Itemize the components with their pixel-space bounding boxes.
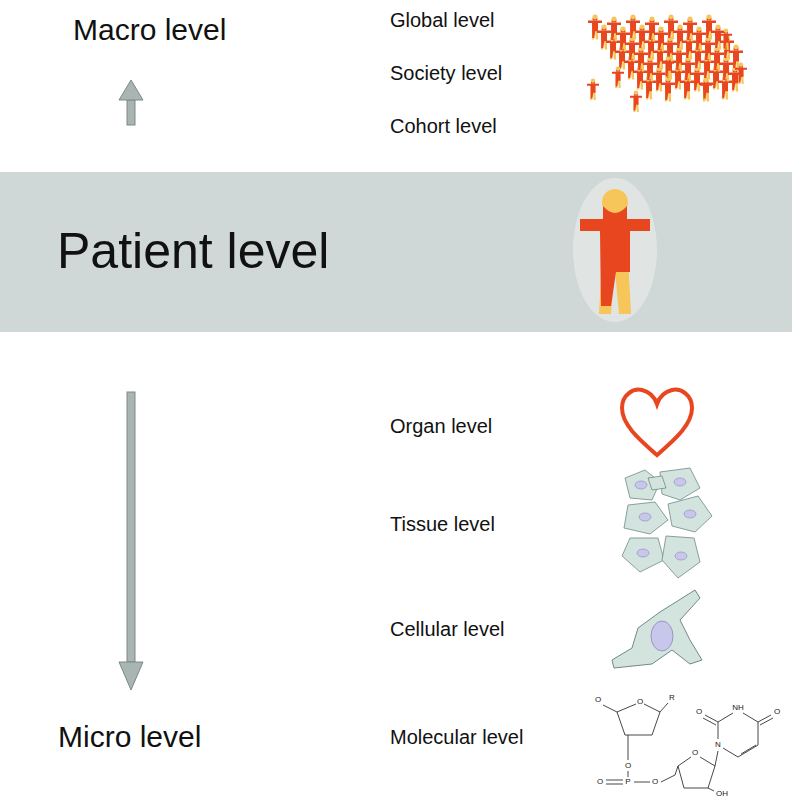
level-label: Organ level [390, 415, 492, 438]
atom-label: NH [732, 704, 744, 712]
level-label: Global level [390, 9, 495, 32]
down-arrow [119, 392, 143, 690]
up-arrow [119, 80, 143, 125]
level-label: Tissue level [390, 513, 495, 536]
atom-label: N [715, 741, 721, 749]
tissue-cells [622, 468, 712, 578]
atom-label: O [597, 778, 603, 786]
heart-icon [622, 390, 692, 455]
band-title: Patient level [57, 223, 792, 281]
atom-label: O [692, 749, 698, 757]
atom-label: O [774, 708, 780, 716]
crowd-figures [587, 15, 747, 112]
atom-label: O [696, 708, 702, 716]
atom-label: O [652, 778, 658, 786]
level-band: Patient level [0, 172, 792, 332]
patient-figure [580, 189, 650, 314]
level-label: Society level [390, 62, 502, 85]
atom-label: O [625, 762, 631, 770]
cell-icon [612, 590, 702, 668]
atom-label: P [625, 778, 630, 786]
molecule-bonds [603, 703, 773, 791]
atom-label: R [669, 694, 675, 702]
atom-label: O [637, 698, 643, 706]
patient-glow [573, 178, 657, 322]
scale-heading: Micro level [58, 720, 201, 755]
atom-label: O [595, 696, 601, 704]
atom-label: OH [716, 790, 728, 798]
level-label: Cohort level [390, 115, 497, 138]
level-label: Molecular level [390, 726, 523, 749]
scale-heading: Macro level [73, 13, 226, 48]
level-label: Cellular level [390, 618, 505, 641]
